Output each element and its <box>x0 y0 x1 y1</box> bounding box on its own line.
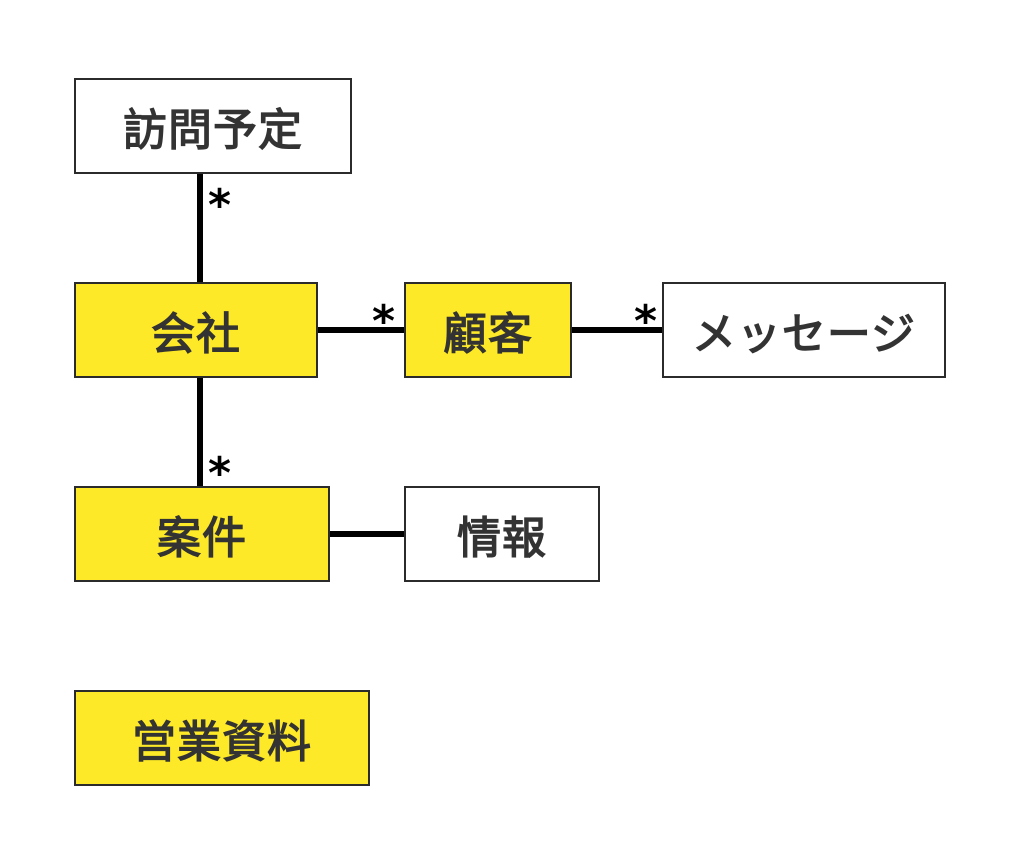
entity-customer: 顧客 <box>404 282 572 378</box>
entity-label: 顧客 <box>443 309 533 360</box>
entity-info: 情報 <box>404 486 600 582</box>
entity-label: 会社 <box>151 309 241 360</box>
multiplicity-many: * <box>372 296 396 347</box>
edge-customer-message <box>572 327 662 333</box>
entity-sales-material: 営業資料 <box>74 690 370 786</box>
entity-label: 案件 <box>157 513 247 564</box>
entity-label: 営業資料 <box>132 717 312 768</box>
entity-label: メッセージ <box>691 309 917 360</box>
edge-deal-info <box>330 531 404 537</box>
entity-message: メッセージ <box>662 282 946 378</box>
entity-label: 情報 <box>457 513 547 564</box>
entity-company: 会社 <box>74 282 318 378</box>
edge-visit-company <box>197 174 203 282</box>
multiplicity-many: * <box>208 448 232 499</box>
multiplicity-many: * <box>634 296 658 347</box>
edge-company-customer <box>318 327 404 333</box>
entity-label: 訪問予定 <box>123 105 303 156</box>
multiplicity-many: * <box>208 180 232 231</box>
entity-visit-schedule: 訪問予定 <box>74 78 352 174</box>
edge-company-deal <box>197 378 203 486</box>
entity-deal: 案件 <box>74 486 330 582</box>
